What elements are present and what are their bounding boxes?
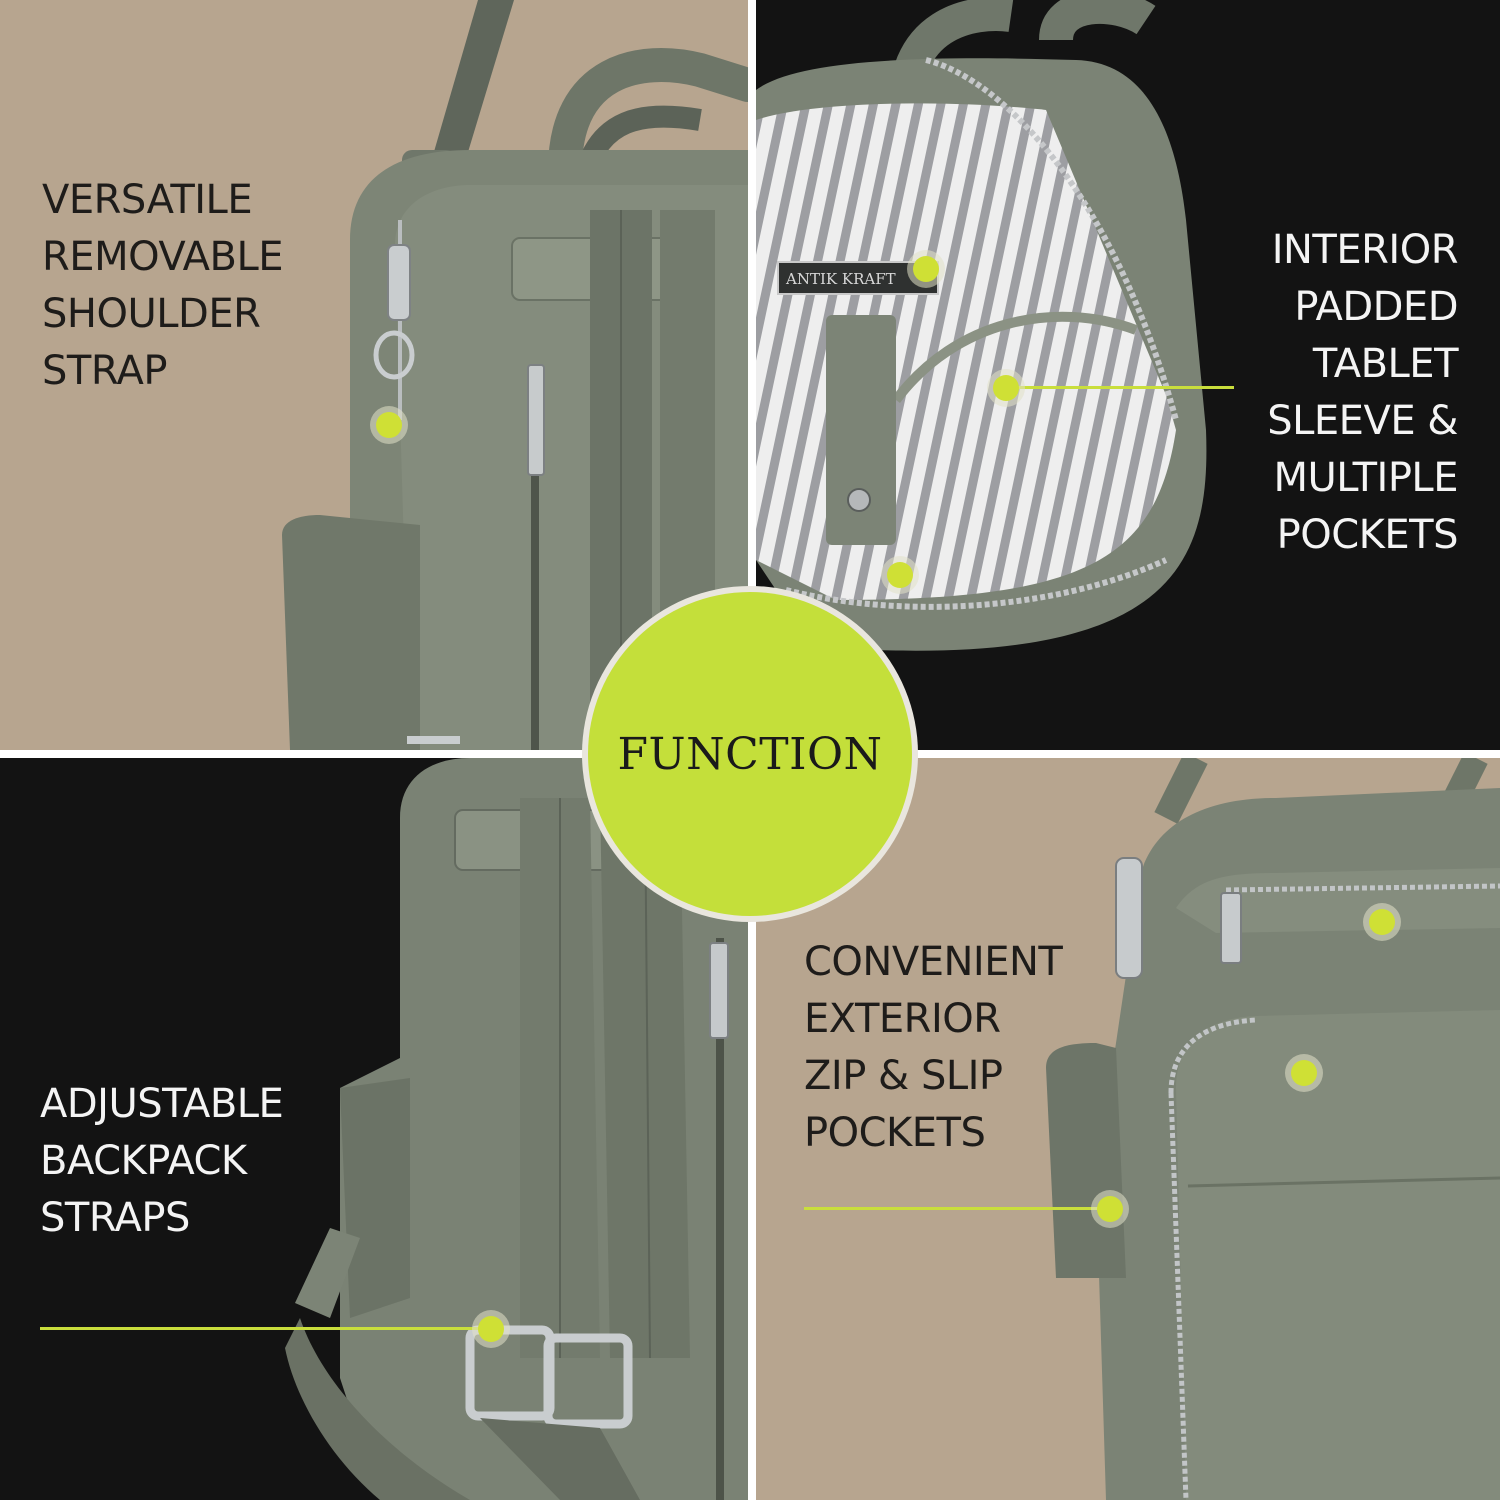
leader-line [1006,386,1234,389]
feature-caption-shoulder-strap: VERSATILE REMOVABLE SHOULDER STRAP [42,177,284,394]
function-badge-label: FUNCTION [617,728,883,780]
panel-backpack-straps: ADJUSTABLE BACKPACK STRAPS [0,758,748,1500]
side-pocket [282,515,420,750]
swivel-clip [387,244,411,321]
hotspot-dot [1369,909,1395,935]
backpack-strap-right [600,798,690,1358]
swivel-clip [1115,857,1143,979]
hotspot-dot [376,412,402,438]
panel-shoulder-strap: VERSATILE REMOVABLE SHOULDER STRAP [0,0,748,750]
main-zipper [925,57,1179,421]
hotspot-dot [478,1316,504,1342]
panel-interior: ANTIK KRAFT INTERIOR PADDED TABLET SLEEV… [756,0,1500,750]
leader-line [804,1207,1104,1210]
top-zipper [1225,883,1500,893]
front-pocket [1176,1010,1500,1500]
top-handle [548,48,748,187]
hotspot-dot [887,562,913,588]
function-badge: FUNCTION [588,592,912,916]
feature-caption-exterior-pockets: CONVENIENT EXTERIOR ZIP & SLIP POCKETS [804,939,1063,1156]
strap-buckle [543,1333,633,1429]
hotspot-dot [913,256,939,282]
brand-tag-text: ANTIK KRAFT [785,270,896,288]
hotspot-dot [1097,1196,1123,1222]
backpack-interior-photo: ANTIK KRAFT [756,0,1207,651]
backpack-back-photo [285,758,748,1500]
feature-caption-interior: INTERIOR PADDED TABLET SLEEVE & MULTIPLE… [1267,227,1458,558]
hotspot-dot [1291,1060,1317,1086]
backpack-front-photo [1046,758,1500,1500]
brand-tag [777,261,939,295]
hotspot-dot [993,375,1019,401]
panel-exterior-pockets: CONVENIENT EXTERIOR ZIP & SLIP POCKETS [756,758,1500,1500]
leader-line [40,1327,480,1330]
side-pocket [340,1078,410,1318]
feature-caption-backpack-straps: ADJUSTABLE BACKPACK STRAPS [40,1081,284,1241]
